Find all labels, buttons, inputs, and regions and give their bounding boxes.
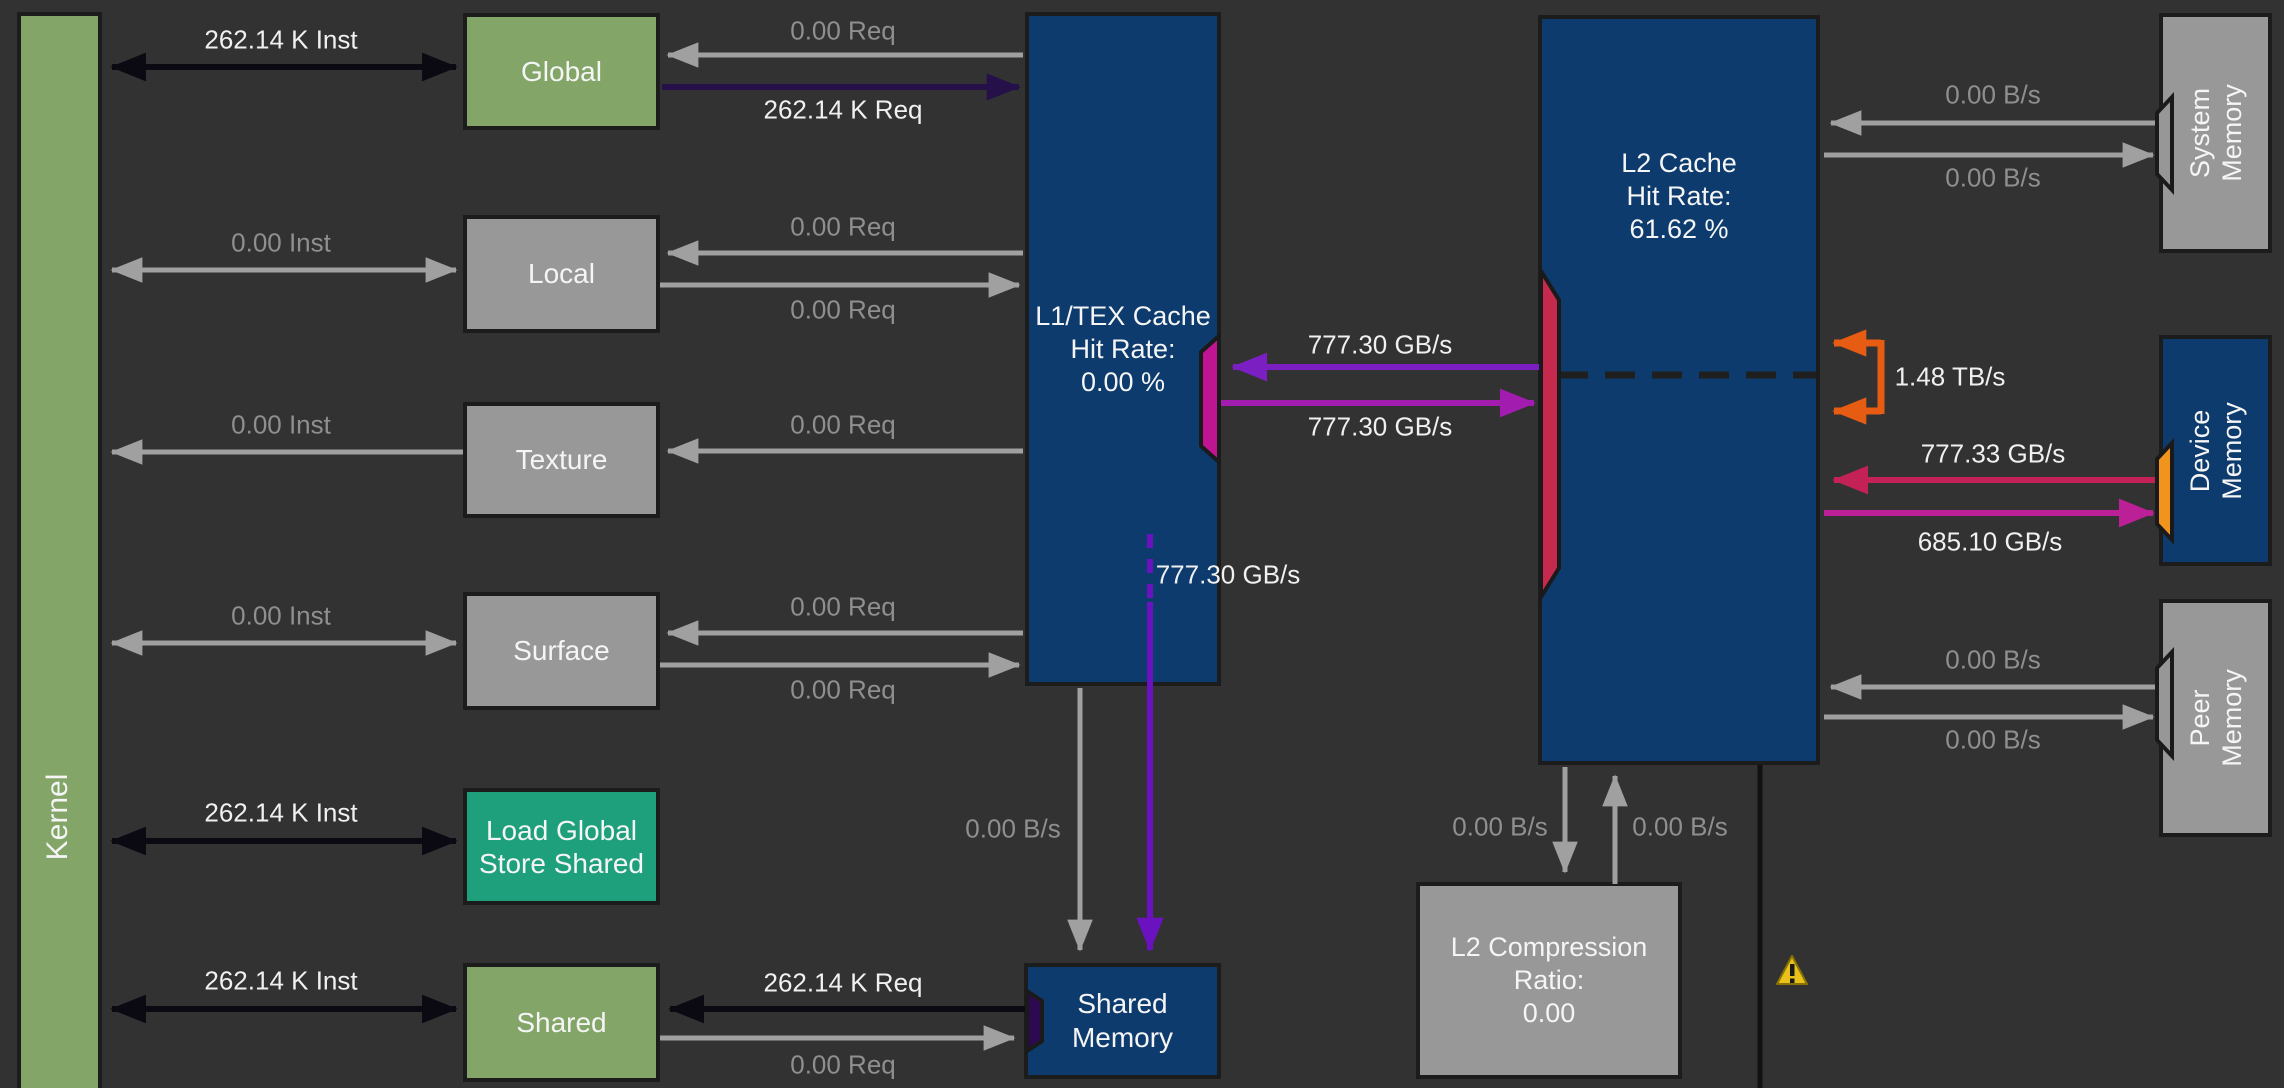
l1-hit-rate-label: Hit Rate: (1070, 333, 1176, 364)
flow-label-l1-to-surface: 0.00 Req (790, 591, 896, 622)
flow-label-kernel-global: 262.14 K Inst (204, 24, 358, 55)
flow-label-kernel-local: 0.00 Inst (231, 227, 331, 258)
flow-label-local-to-l1: 0.00 Req (790, 294, 896, 325)
peer-memory-node: Peer Memory (2159, 599, 2272, 837)
flow-label-kernel-texture: 0.00 Inst (231, 409, 331, 440)
l2-compression-ratio-value: 0.00 (1522, 998, 1576, 1028)
device-memory-port (2155, 437, 2174, 546)
l1-right-port (1199, 331, 1221, 467)
l1-hit-rate-value: 0.00 % (1080, 366, 1166, 397)
texture-node-label: Texture (515, 444, 608, 475)
flow-label-shared-to-shmem: 0.00 Req (790, 1049, 896, 1080)
shared-node: Shared (463, 963, 660, 1082)
shared-memory-node: Shared Memory (1024, 963, 1221, 1079)
l2-compression-label: L2 Compression (1450, 932, 1648, 962)
l1-label-line1: L1/TEX Cache (1035, 300, 1211, 331)
system-memory-port (2155, 91, 2174, 196)
flow-label-l1-to-shmem: 777.30 GB/s (1155, 559, 1301, 590)
device-memory-node: Device Memory (2159, 335, 2272, 566)
l1-tex-cache-node: L1/TEX Cache Hit Rate: 0.00 % (1025, 12, 1221, 686)
flow-label-l2-to-devmem: 685.10 GB/s (1917, 526, 2063, 557)
flow-label-kernel-surface: 0.00 Inst (231, 600, 331, 631)
local-node: Local (463, 215, 660, 333)
surface-node-label: Surface (513, 635, 610, 666)
lgss-label-line1: Load Global (485, 814, 637, 846)
kernel-node-label: Kernel (41, 773, 74, 861)
flow-label-l1-to-local: 0.00 Req (790, 211, 896, 242)
flow-label-shmem-to-shared: 262.14 K Req (763, 967, 923, 998)
flow-label-kernel-shared: 262.14 K Inst (204, 965, 358, 996)
flow-label-l1-to-global: 0.00 Req (790, 15, 896, 46)
surface-node: Surface (463, 592, 660, 710)
device-total-bandwidth-bracket (1832, 329, 1885, 425)
lgss-label-line2: Store Shared (479, 847, 644, 879)
l2-cache-node: L2 Cache Hit Rate: 61.62 % (1538, 15, 1820, 765)
l2-compression-ratio-label: Ratio: (1513, 965, 1585, 995)
shared-node-label: Shared (516, 1006, 607, 1038)
global-node-label: Global (521, 55, 602, 87)
flow-label-l2-to-l1: 777.30 GB/s (1307, 329, 1453, 360)
load-global-store-shared-node: Load Global Store Shared (463, 788, 660, 905)
flow-label-peer-to-l2: 0.00 B/s (1945, 724, 2041, 755)
kernel-node (17, 12, 102, 1088)
flow-label-l1-to-shmem-zero: 0.00 B/s (965, 813, 1061, 844)
flow-label-devmem-total: 1.48 TB/s (1894, 361, 2006, 392)
flow-label-devmem-to-l2: 777.33 GB/s (1920, 438, 2066, 469)
peer-memory-port (2155, 646, 2174, 762)
global-node: Global (463, 13, 660, 130)
flow-label-global-to-l1: 262.14 K Req (763, 94, 923, 125)
l2-compression-node: L2 Compression Ratio: 0.00 (1416, 882, 1682, 1079)
l2-left-port (1539, 263, 1561, 605)
l2-hit-rate-label: Hit Rate: (1626, 181, 1732, 211)
flow-label-surface-to-l1: 0.00 Req (790, 674, 896, 705)
l2-label-line1: L2 Cache (1621, 148, 1737, 178)
shared-memory-label: Shared Memory (1071, 988, 1174, 1053)
system-memory-node: System Memory (2159, 13, 2272, 253)
flow-label-sysmem-to-l2: 0.00 B/s (1945, 162, 2041, 193)
flow-label-compression-to-l2: 0.00 B/s (1632, 811, 1728, 842)
texture-node: Texture (463, 402, 660, 518)
shared-memory-port (1025, 987, 1044, 1055)
flow-label-l2-to-peer: 0.00 B/s (1945, 644, 2041, 675)
flow-label-l2-to-sysmem: 0.00 B/s (1945, 79, 2041, 110)
flow-label-l2-to-compression: 0.00 B/s (1452, 811, 1548, 842)
flow-label-l1-to-l2: 777.30 GB/s (1307, 411, 1453, 442)
flow-label-l1-to-texture: 0.00 Req (790, 409, 896, 440)
l2-hit-rate-value: 61.62 % (1629, 214, 1729, 244)
local-node-label: Local (528, 258, 595, 289)
warning-icon[interactable] (1776, 955, 1808, 985)
flow-label-kernel-lgss: 262.14 K Inst (204, 797, 358, 828)
